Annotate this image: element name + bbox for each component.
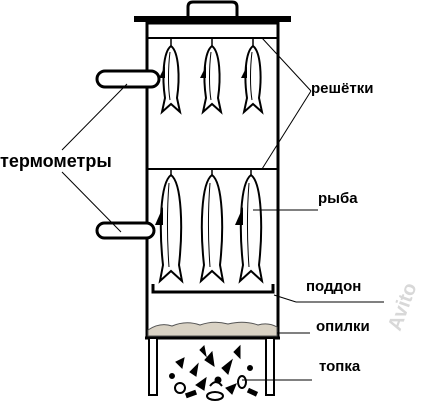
sawdust-layer — [147, 321, 278, 337]
label-opilki: опилки — [316, 318, 370, 335]
fish — [159, 38, 182, 115]
label-poddon: поддон — [306, 278, 361, 295]
thermometer-lower — [95, 221, 156, 240]
leg-right — [265, 337, 275, 396]
watermark: Avito — [384, 280, 422, 334]
fish-upper-row — [159, 38, 264, 115]
label-ryba: рыба — [318, 190, 358, 207]
fish — [241, 38, 264, 115]
lid — [134, 0, 291, 22]
fire-debris — [169, 344, 259, 401]
fish — [199, 169, 225, 284]
fish — [155, 169, 184, 284]
fish — [200, 38, 223, 115]
thermometer-upper — [95, 69, 161, 89]
label-termometry: термометры — [0, 151, 112, 171]
fish — [235, 169, 264, 284]
leg-left — [148, 337, 158, 396]
leader-lines — [61, 37, 384, 381]
tray — [151, 284, 275, 294]
label-topka: топка — [319, 358, 361, 375]
fish-lower-row — [155, 169, 264, 284]
label-reshetki: решётки — [311, 80, 373, 97]
